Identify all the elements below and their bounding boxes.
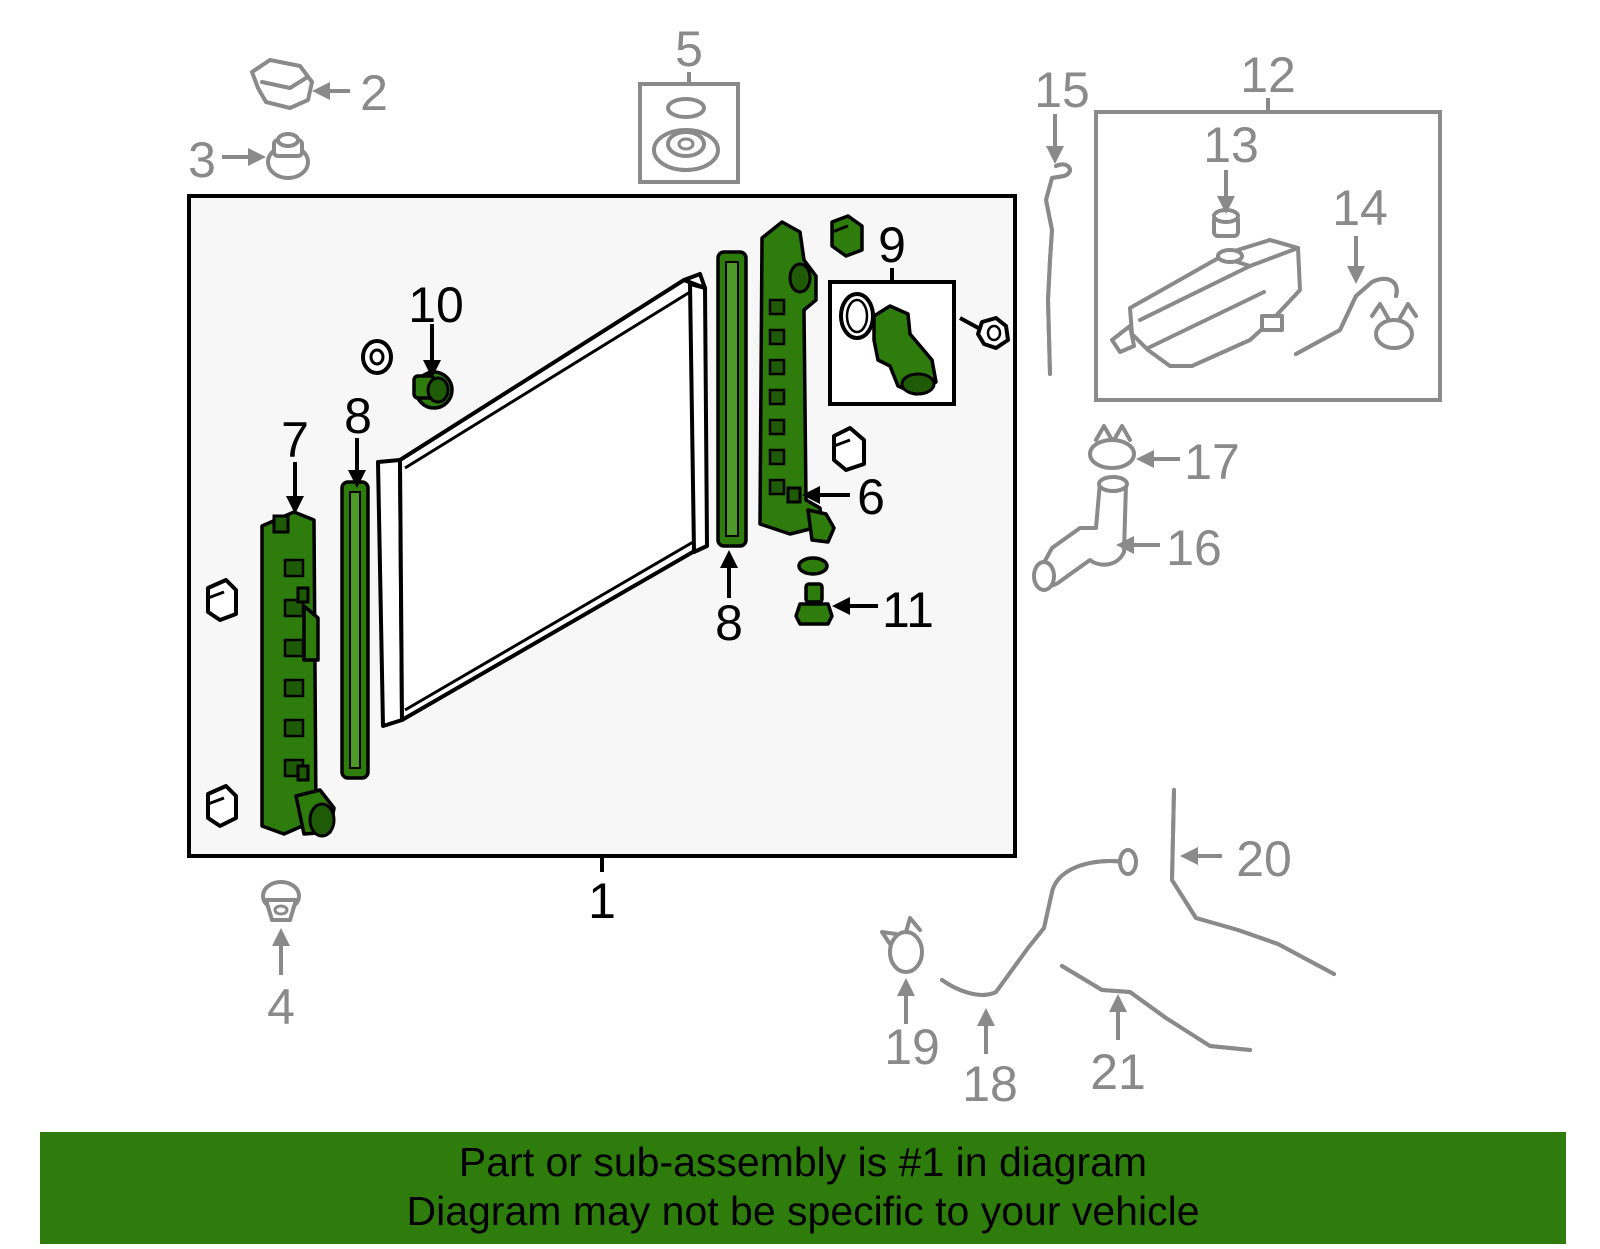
- coolant-reservoir: [1110, 238, 1302, 368]
- lower-radiator-hose: [940, 859, 1126, 997]
- callout-14: 14: [1332, 180, 1388, 236]
- elbow-hose: [1032, 475, 1129, 592]
- callout-20: 20: [1236, 831, 1292, 887]
- radiator-core: [376, 272, 709, 728]
- drain-cock: [794, 582, 834, 626]
- right-radiator-tank: [758, 220, 836, 544]
- disclaimer-banner: Part or sub-assembly is #1 in diagram Di…: [40, 1132, 1566, 1244]
- callout-12: 12: [1240, 47, 1296, 103]
- callout-17: 17: [1184, 434, 1240, 490]
- upper-insulator: [266, 132, 310, 180]
- callout-21: 21: [1090, 1044, 1146, 1100]
- callout-7: 7: [281, 412, 309, 468]
- bypass-tube: [1060, 964, 1252, 1052]
- callout-6: 6: [857, 469, 885, 525]
- drain-plug: [412, 370, 454, 410]
- callout-18: 18: [962, 1056, 1018, 1112]
- right-tank-gasket: [716, 250, 748, 548]
- callout-16: 16: [1166, 520, 1222, 576]
- inlet-hose-clamp: [1088, 424, 1136, 470]
- banner-line-1: Part or sub-assembly is #1 in diagram: [458, 1139, 1148, 1185]
- banner-line-2: Diagram may not be specific to your vehi…: [406, 1188, 1200, 1234]
- radiator-cap: [652, 97, 720, 172]
- callout-5: 5: [675, 21, 703, 77]
- callout-3: 3: [188, 132, 216, 188]
- callout-19: 19: [884, 1019, 940, 1075]
- callout-2: 2: [360, 65, 388, 121]
- callout-4: 4: [267, 979, 295, 1035]
- callout-8-left: 8: [344, 388, 372, 444]
- overflow-hose-clamp: [1370, 302, 1418, 350]
- water-outlet-pipe: [872, 304, 938, 396]
- left-tank-gasket: [340, 480, 370, 780]
- callout-8-right: 8: [715, 595, 743, 651]
- lower-right-clip: [832, 426, 866, 472]
- callout-1: 1: [588, 873, 616, 929]
- drain-o-ring: [797, 556, 829, 576]
- mounting-bolt: [959, 316, 1010, 350]
- left-mount-clip-lower: [206, 784, 238, 828]
- callout-10: 10: [408, 277, 464, 333]
- callout-13: 13: [1203, 117, 1259, 173]
- callout-11: 11: [882, 582, 934, 638]
- callout-9: 9: [878, 217, 906, 273]
- lower-insulator: [261, 880, 301, 922]
- left-mount-clip-upper: [206, 578, 238, 622]
- plug-washer: [361, 339, 393, 375]
- upper-mount-bracket: [250, 58, 314, 110]
- lower-hose-clamp: [880, 916, 924, 974]
- upper-right-clip: [830, 214, 864, 258]
- reservoir-cap: [1212, 208, 1240, 238]
- callout-15: 15: [1034, 62, 1090, 118]
- left-radiator-tank: [260, 510, 336, 838]
